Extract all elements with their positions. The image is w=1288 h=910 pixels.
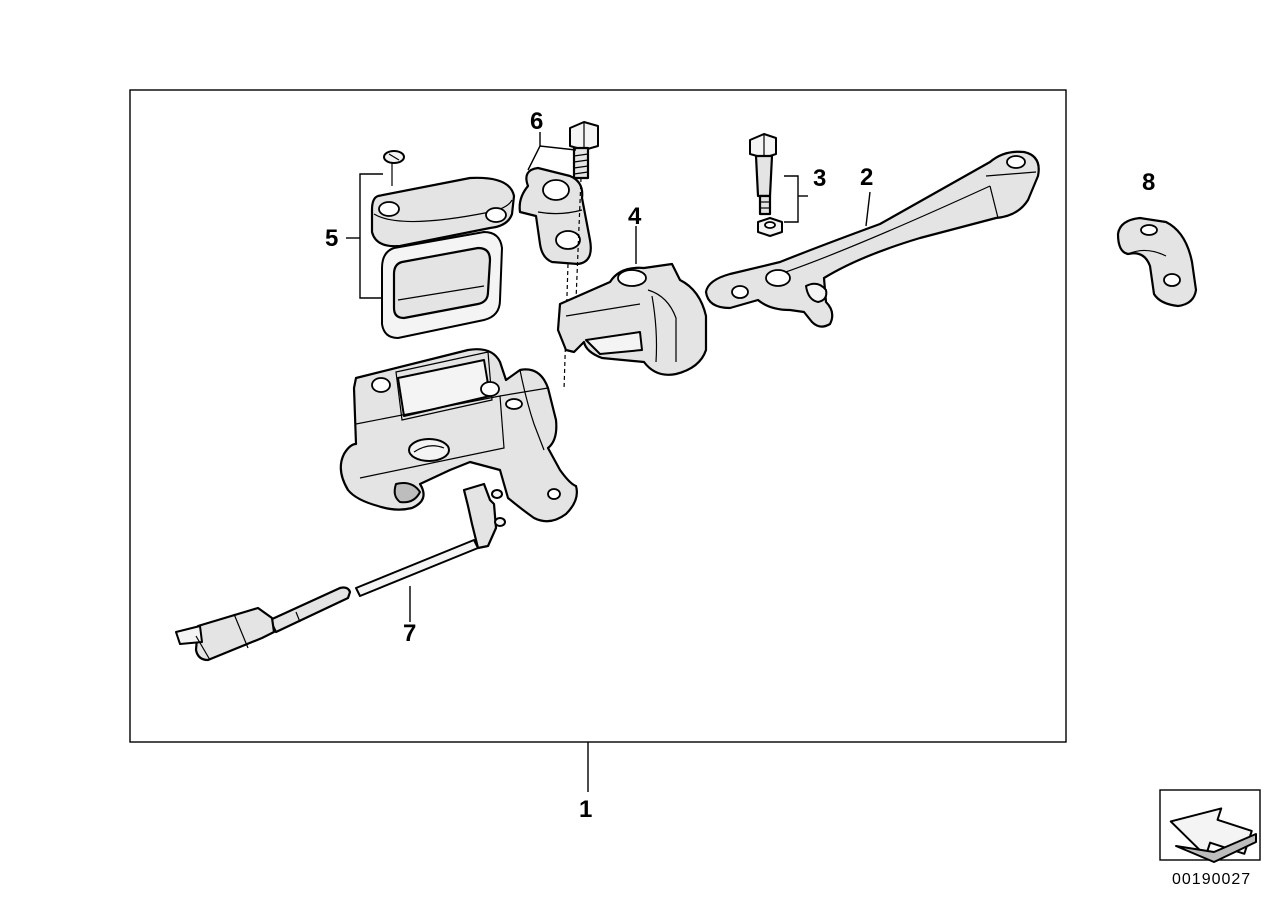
part-7-brake-light-switch[interactable]: [175, 482, 506, 662]
callout-6: 6: [530, 108, 543, 135]
part-4-lever-bracket[interactable]: [556, 262, 708, 376]
drawing-number: 00190027: [1172, 871, 1251, 888]
callout-8: 8: [1142, 169, 1155, 196]
callout-2: 2: [860, 164, 873, 191]
part-master-cylinder[interactable]: [339, 348, 578, 523]
callout-7: 7: [403, 620, 416, 647]
assembly-frame: [129, 89, 1067, 743]
callout-3: 3: [813, 165, 826, 192]
callout-4: 4: [628, 203, 642, 230]
callout-1: 1: [579, 796, 592, 823]
direction-arrow-icon: [1159, 789, 1261, 863]
leader-line-2: [865, 191, 871, 227]
part-3-pivot-bolt[interactable]: [749, 133, 783, 237]
leader-line-5: [359, 173, 383, 299]
callout-5: 5: [325, 225, 338, 252]
part-8-clamp-half[interactable]: [1116, 216, 1198, 308]
leader-line-6: [527, 145, 577, 171]
leader-line-3: [784, 175, 799, 223]
part-2-brake-lever[interactable]: [704, 150, 1040, 328]
part-6-handlebar-clamp[interactable]: [518, 121, 599, 266]
part-5-reservoir-cover[interactable]: [370, 150, 516, 339]
